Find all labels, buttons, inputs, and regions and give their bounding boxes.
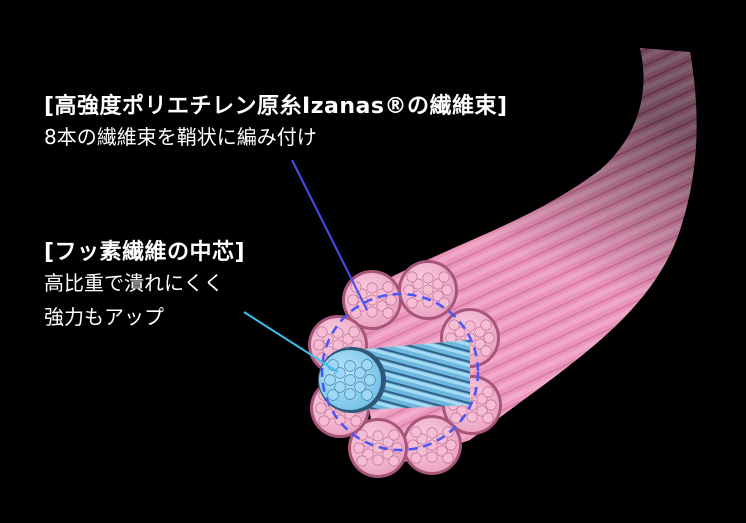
callout-core-title: [フッ素繊維の中芯]	[44, 240, 246, 265]
pointer-line-core	[243, 311, 339, 373]
core	[318, 340, 470, 413]
dashed-ring	[320, 292, 480, 452]
callout-sheath-title: [高強度ポリエチレン原糸Izanas®の繊維束]	[44, 94, 508, 119]
callout-sheath-line: 8本の繊維束を鞘状に編み付け	[44, 125, 317, 149]
callout-core: [フッ素繊維の中芯] 高比重で潰れにくく 強力もアップ	[44, 234, 245, 334]
callout-sheath: [高強度ポリエチレン原糸Izanas®の繊維束] 8本の繊維束を鞘状に編み付け	[44, 88, 508, 154]
callout-core-line-2: 強力もアップ	[44, 305, 164, 329]
pointer-line-sheath	[291, 159, 368, 311]
callout-core-line-1: 高比重で潰れにくく	[44, 271, 224, 295]
